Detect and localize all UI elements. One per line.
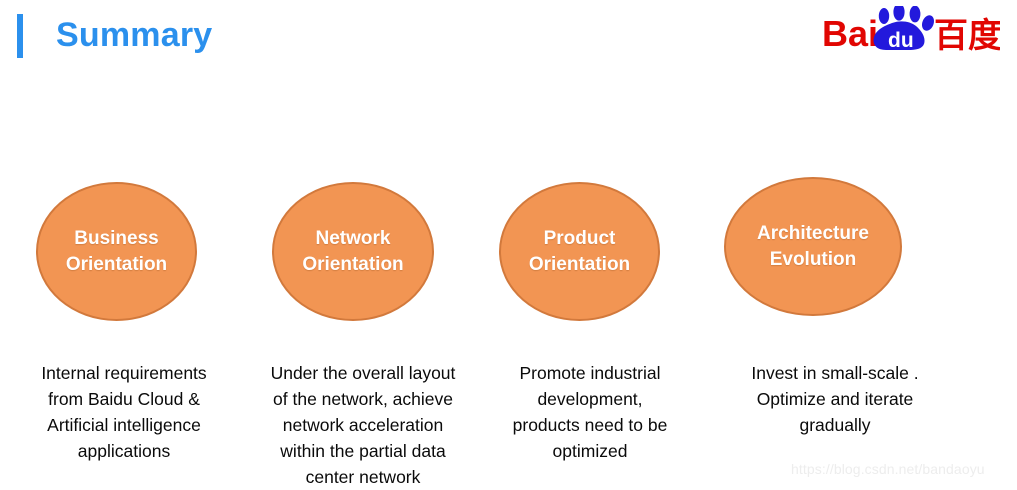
- caption-business: Internal requirements from Baidu Cloud &…: [41, 363, 207, 461]
- baidu-latin-text: Bai: [822, 13, 878, 54]
- node-label-business: Business Orientation: [65, 227, 168, 275]
- baidu-paw-text: du: [888, 29, 914, 52]
- caption-architecture: Invest in small-scale . Optimize and ite…: [751, 363, 919, 435]
- watermark: https://blog.csdn.net/bandaoyu: [791, 461, 985, 477]
- node-label-architecture: Architecture Evolution: [757, 222, 869, 270]
- baidu-logo: Bai du 百度: [822, 6, 1000, 56]
- node-ellipse-network[interactable]: Network Orientation: [272, 182, 434, 321]
- slide-header: Summary Bai du 百度: [0, 0, 1017, 75]
- caption-network: Under the overall layout of the network,…: [270, 363, 456, 487]
- node-label-network: Network Orientation: [302, 227, 404, 275]
- caption-product: Promote industrial development, products…: [512, 363, 668, 461]
- node-ellipse-architecture[interactable]: Architecture Evolution: [724, 177, 902, 316]
- node-ellipse-business[interactable]: Business Orientation: [36, 182, 197, 321]
- title-accent-bar: [17, 14, 23, 58]
- page-title: Summary: [56, 16, 213, 54]
- baidu-chinese-text: 百度: [934, 16, 1000, 56]
- node-label-product: Product Orientation: [528, 227, 631, 275]
- baidu-paw-icon: [873, 6, 934, 50]
- node-ellipse-product[interactable]: Product Orientation: [499, 182, 660, 321]
